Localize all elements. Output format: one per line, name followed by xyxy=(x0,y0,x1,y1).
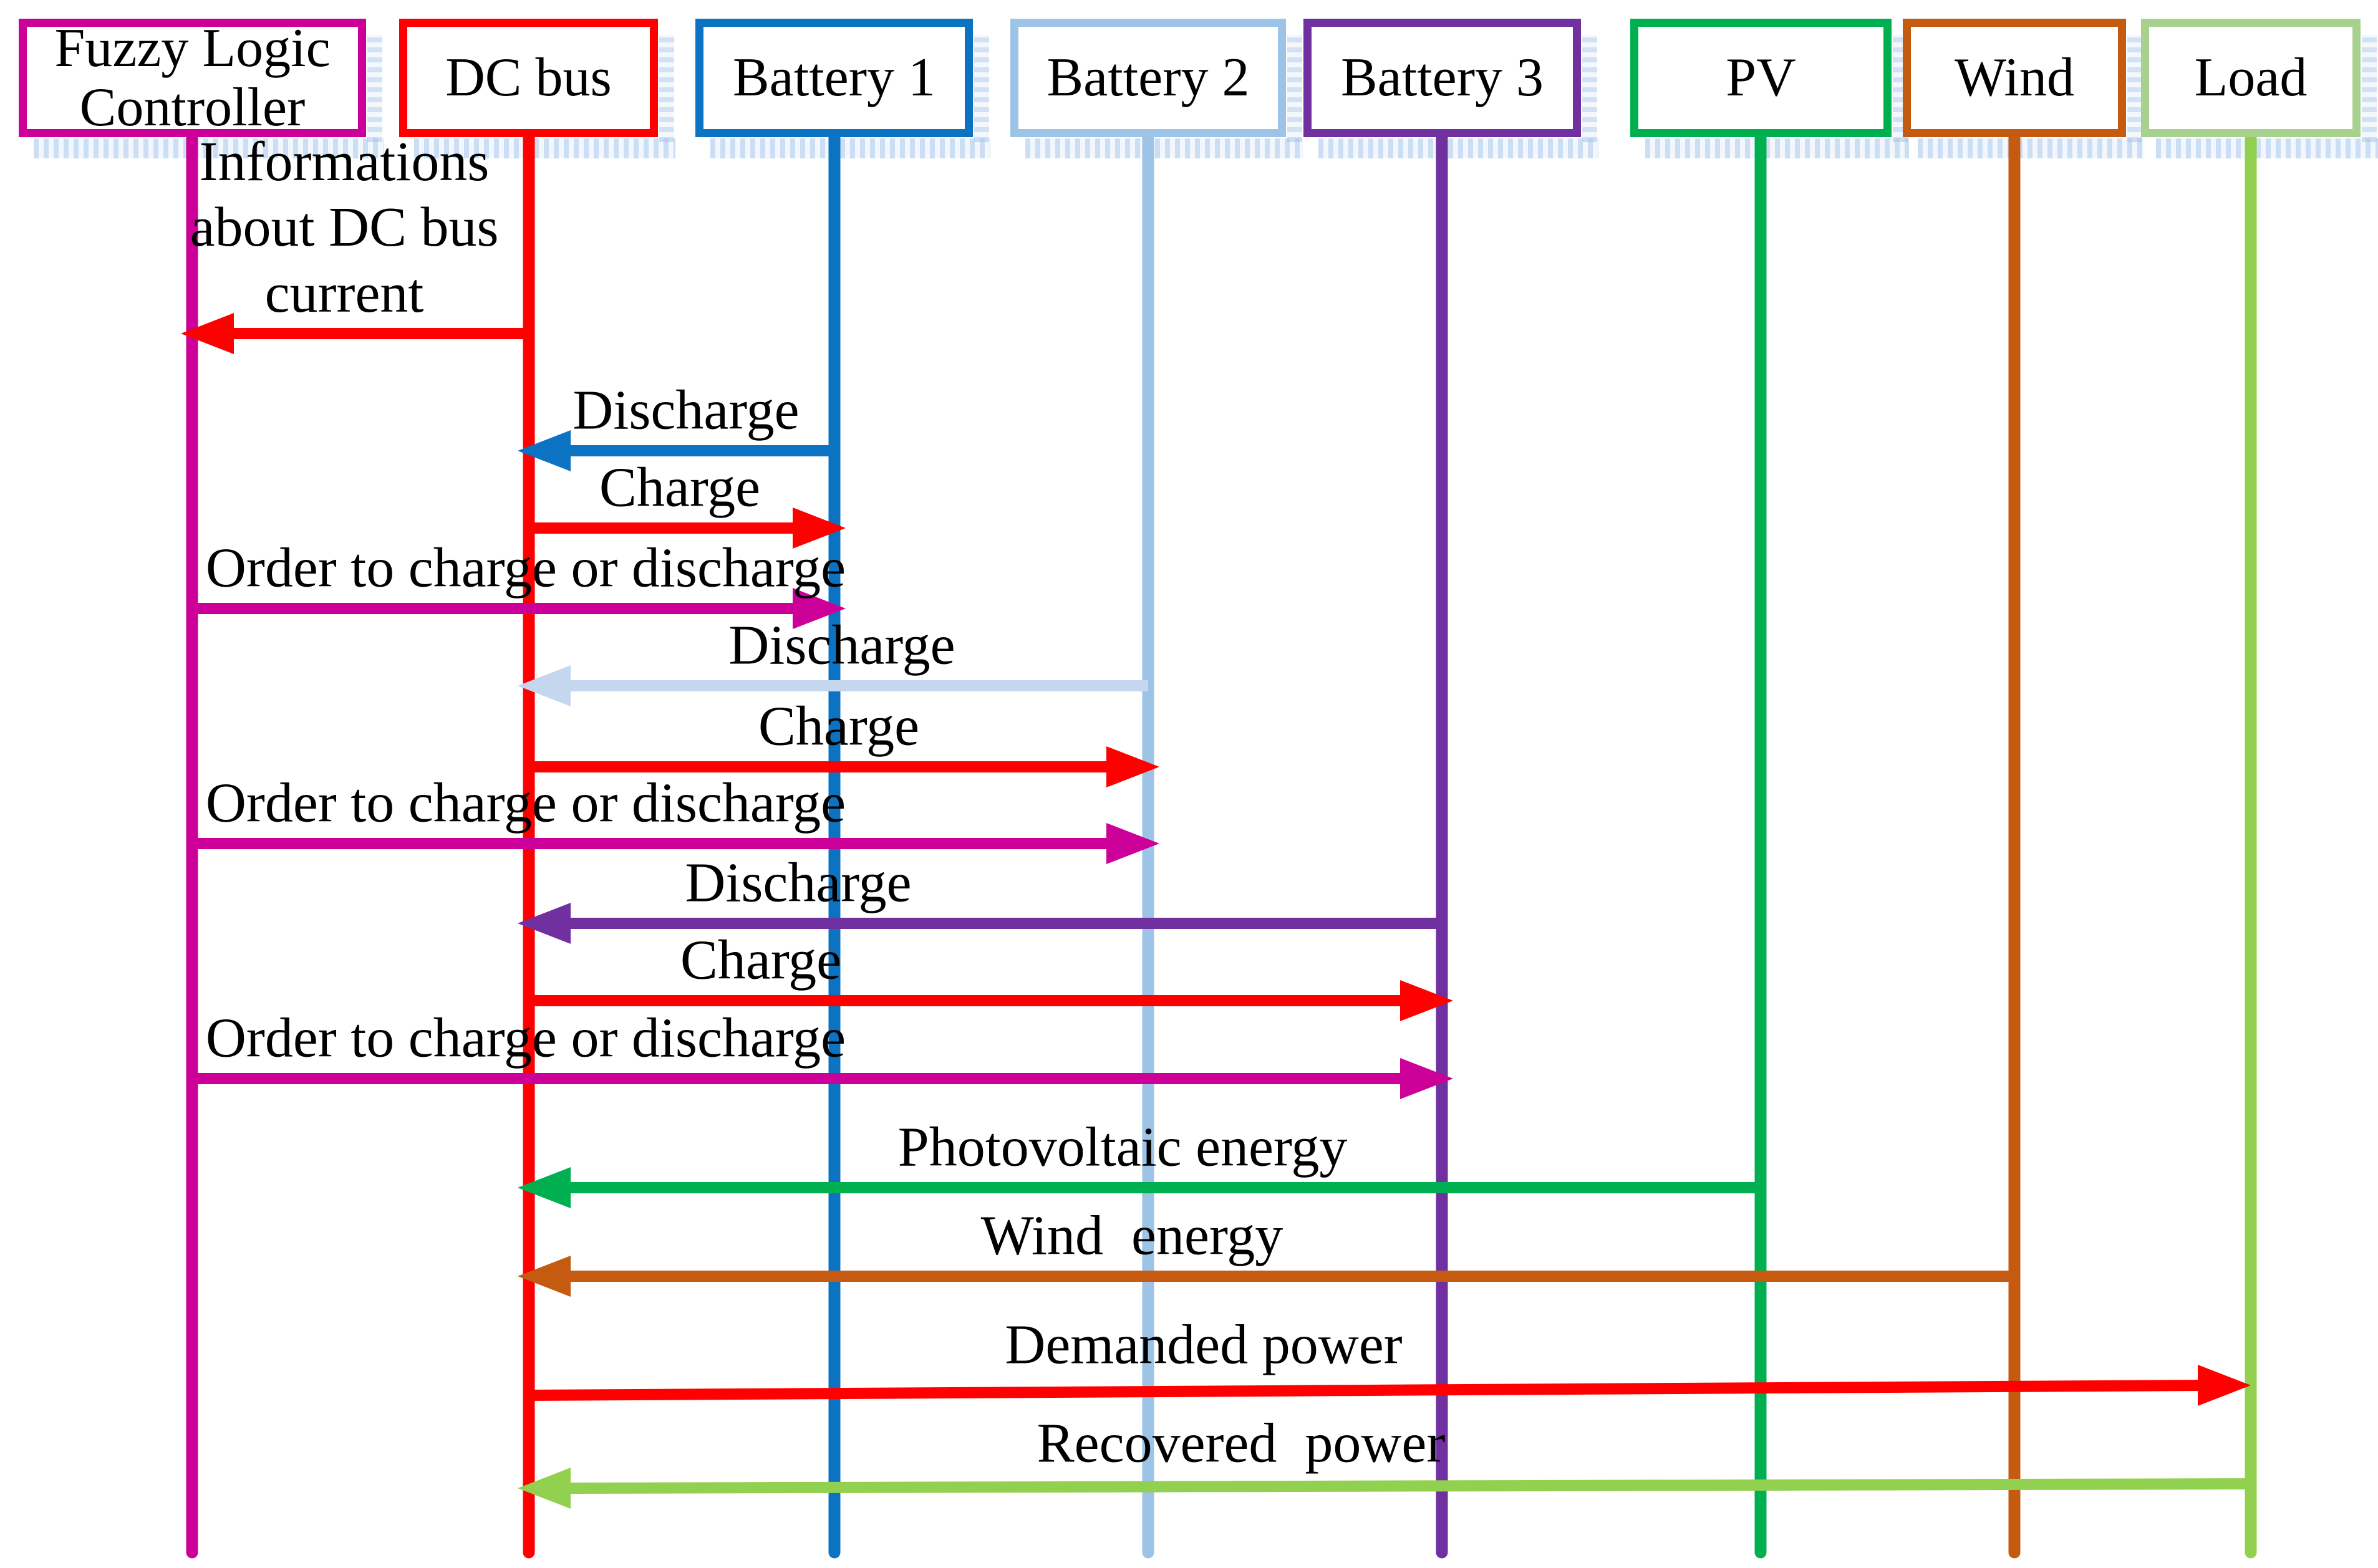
actor-fuzzy-logic-controller-shadow-right xyxy=(367,35,382,142)
actor-load-shadow-right xyxy=(2362,35,2377,142)
message-charge-battery-2-label: Charge xyxy=(758,695,920,758)
actor-fuzzy-logic-controller-label: Fuzzy Logic Controller xyxy=(54,17,331,138)
message-charge-battery-3-label: Charge xyxy=(680,929,842,991)
message-demanded-power-arrowhead xyxy=(2198,1365,2251,1406)
message-demanded-power-label: Demanded power xyxy=(1005,1314,1403,1376)
actor-dc-bus-shadow-bottom xyxy=(414,138,675,158)
message-discharge-battery-3-arrowhead xyxy=(518,903,571,944)
message-discharge-battery-3-label: Discharge xyxy=(685,852,912,914)
actor-pv-label: PV xyxy=(1726,47,1796,108)
actor-battery-3-shadow-bottom xyxy=(1318,138,1598,158)
message-discharge-battery-2-label: Discharge xyxy=(728,614,955,676)
actor-dc-bus-label: DC bus xyxy=(445,47,612,108)
message-demanded-power-shaft xyxy=(528,1380,2205,1401)
actor-wind-shadow-bottom xyxy=(1918,138,2144,158)
actor-battery-1-label: Battery 1 xyxy=(732,47,935,108)
message-photovoltaic-energy-arrowhead xyxy=(518,1167,571,1208)
message-order-battery-1-label: Order to charge or discharge xyxy=(205,537,846,599)
message-charge-battery-1-arrowhead xyxy=(793,507,846,549)
actor-dc-bus-box: DC bus xyxy=(399,19,658,137)
actor-battery-2-shadow-right xyxy=(1287,35,1302,142)
actor-fuzzy-logic-controller-shadow-bottom xyxy=(34,138,384,158)
actor-battery-3-label: Battery 3 xyxy=(1340,47,1544,108)
actor-wind-label: Wind xyxy=(1955,47,2074,108)
message-recovered-power-shaft xyxy=(564,1478,2251,1494)
actor-load-box: Load xyxy=(2141,19,2361,137)
actor-load-shadow-bottom xyxy=(2156,138,2378,158)
message-photovoltaic-energy-label: Photovoltaic energy xyxy=(897,1116,1348,1178)
actor-battery-1-shadow-bottom xyxy=(710,138,990,158)
message-info-dc-bus-current-arrowhead xyxy=(181,313,234,354)
actor-battery-3-box: Battery 3 xyxy=(1303,19,1581,137)
actor-dc-bus-shadow-right xyxy=(659,35,674,142)
actor-battery-2-box: Battery 2 xyxy=(1010,19,1286,137)
actor-wind-shadow-right xyxy=(2127,35,2142,142)
message-charge-battery-3-arrowhead xyxy=(1400,980,1453,1021)
actor-fuzzy-logic-controller-box: Fuzzy Logic Controller xyxy=(19,19,366,137)
message-recovered-power-label: Recovered power xyxy=(1037,1412,1446,1474)
message-discharge-battery-1-arrowhead xyxy=(518,430,571,471)
actor-battery-1-box: Battery 1 xyxy=(695,19,973,137)
message-order-battery-1-arrowhead xyxy=(793,588,846,629)
actor-load-label: Load xyxy=(2194,47,2308,108)
actor-battery-1-shadow-right xyxy=(974,35,989,142)
message-charge-battery-1-label: Charge xyxy=(599,456,761,519)
message-recovered-power-arrowhead xyxy=(518,1468,571,1509)
message-order-battery-2-arrowhead xyxy=(1106,823,1159,864)
message-charge-battery-2-arrowhead xyxy=(1106,746,1159,787)
actor-wind-box: Wind xyxy=(1903,19,2126,137)
message-discharge-battery-1-label: Discharge xyxy=(573,379,800,441)
actor-battery-2-shadow-bottom xyxy=(1025,138,1303,158)
actor-battery-2-label: Battery 2 xyxy=(1046,47,1250,108)
message-wind-energy-arrowhead xyxy=(518,1256,571,1297)
message-info-dc-bus-current-label: Informations about DC bus current xyxy=(190,131,499,324)
message-order-battery-2-label: Order to charge or discharge xyxy=(205,772,846,834)
message-discharge-battery-2-arrowhead xyxy=(518,665,571,706)
message-wind-energy-label: Wind energy xyxy=(980,1205,1283,1267)
message-order-battery-3-label: Order to charge or discharge xyxy=(205,1007,846,1069)
actor-pv-shadow-bottom xyxy=(1645,138,1909,158)
actor-battery-3-shadow-right xyxy=(1582,35,1597,142)
actor-pv-box: PV xyxy=(1630,19,1892,137)
message-order-battery-3-arrowhead xyxy=(1400,1058,1453,1099)
